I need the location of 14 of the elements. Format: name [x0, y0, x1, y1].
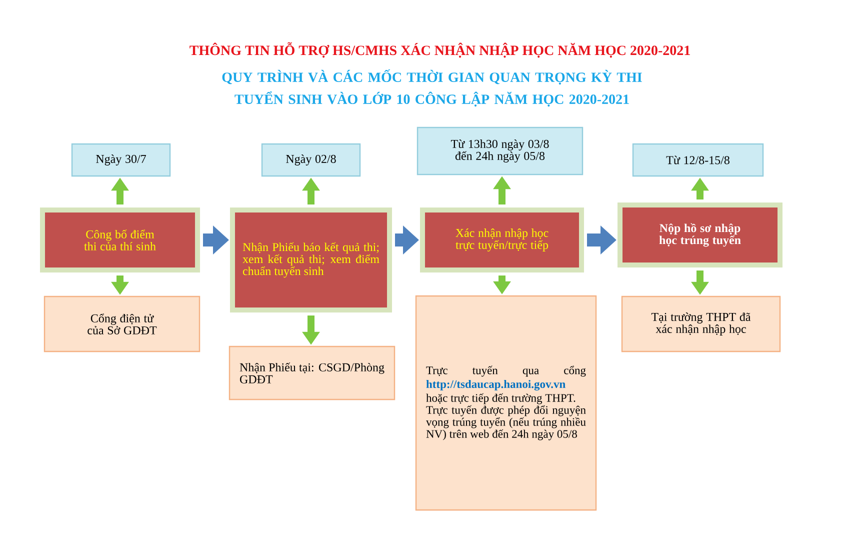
date-box: Từ 12/8-15/8	[632, 143, 764, 177]
title: THÔNG TIN HỖ TRỢ HS/CMHS XÁC NHẬN NHẬP HỌC NĂM HỌC 2020-2021	[190, 42, 690, 58]
info-box: Trực tuyến qua cổng http://tsdaucap.hanoi.gov.vn hoặc trực tiếp đến trường THPT. Trực tuyến được phép đổi nguyện vọng trúng tuyển (nếu trúng nhiều NV) trên web đến 24h ngày 05/8	[415, 295, 597, 511]
date-box: Ngày 02/8	[261, 143, 361, 177]
date-box: Ngày 30/7	[71, 143, 171, 177]
step-box: Xác nhận nhập học trực tuyến/trực tiếp	[420, 208, 584, 272]
step-box: Công bố điểm thi của thí sinh	[40, 208, 200, 272]
step-box: Nộp hồ sơ nhập học trúng tuyển	[618, 202, 782, 268]
step-box: Nhận Phiếu báo kết quả thi; xem kết quả thi; xem điểm chuẩn tuyển sinh	[230, 208, 392, 312]
info-box: Cổng điện tử của Sở GDĐT	[44, 296, 200, 352]
date-box: Từ 13h30 ngày 03/8 đến 24h ngày 05/8	[416, 126, 584, 176]
info-box: Nhận Phiếu tại: CSGD/Phòng GDĐT	[228, 346, 396, 400]
info-box: Tại trường THPT đã xác nhận nhập học	[621, 296, 781, 352]
heading: QUY TRÌNH VÀ CÁC MỐC THỜI GIAN QUAN TRỌNG KỲ THI TUYỂN SINH VÀO LỚP 10 CÔNG LẬP NĂM HỌC 2020-2021	[222, 69, 642, 107]
